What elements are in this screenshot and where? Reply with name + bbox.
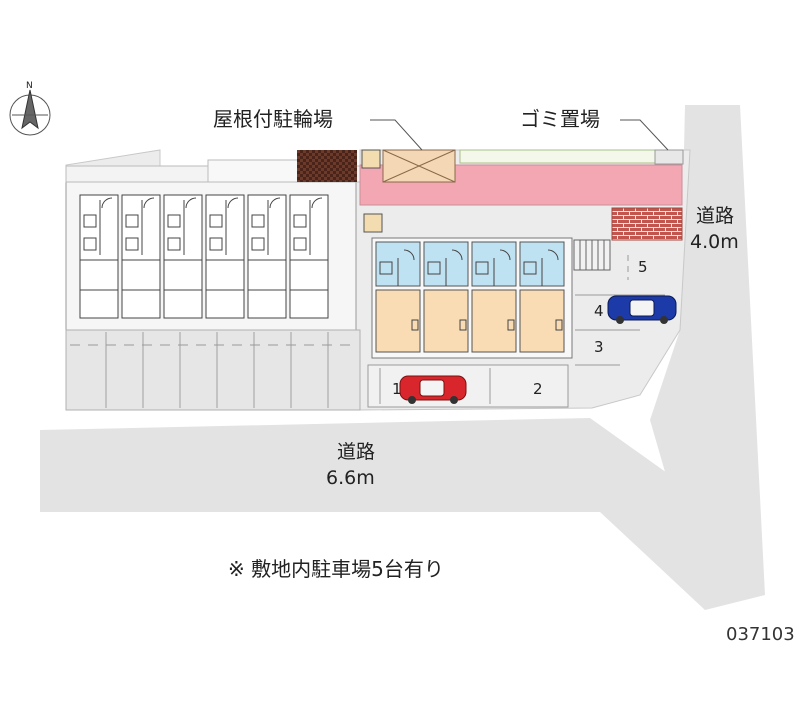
parking-number: 5 (638, 258, 648, 276)
bin-box-top (361, 149, 381, 169)
unit (163, 194, 203, 319)
bicycle-shed (297, 150, 357, 182)
parking-number: 3 (594, 338, 604, 356)
bin-box-mid (363, 213, 383, 233)
left-building-top (207, 159, 299, 183)
side-road (650, 105, 765, 610)
unit (121, 194, 161, 319)
unit (79, 194, 119, 319)
parking-note: ※ 敷地内駐車場5台有り (228, 557, 444, 581)
right-building-fixtures (379, 249, 563, 331)
garbage-area (654, 149, 684, 165)
bicycle-parking-label: 屋根付駐輪場 (213, 107, 333, 131)
parking-number: 2 (533, 380, 543, 398)
svg-text:N: N (26, 81, 33, 91)
garbage-label: ゴミ置場 (520, 107, 600, 131)
unit (247, 194, 287, 319)
main-road-label: 道路 (337, 441, 375, 463)
brick-wall (611, 207, 683, 241)
green-hedge (459, 149, 656, 164)
left-parking-row (65, 329, 361, 411)
blue-car-icon (607, 295, 677, 324)
red-car-icon (399, 375, 467, 404)
left-building-fixtures (80, 197, 328, 291)
side-road-width: 4.0m (690, 231, 739, 253)
unit (205, 194, 245, 319)
main-road-width: 6.6m (326, 467, 375, 489)
parking-number: 1 (392, 380, 402, 398)
stairs (573, 239, 611, 271)
leader-garbage (620, 119, 669, 151)
main-road (40, 418, 740, 610)
side-road-label: 道路 (696, 205, 734, 227)
parking-number: 4 (594, 302, 604, 320)
compass-icon: N (9, 81, 51, 136)
unit (289, 194, 329, 319)
leader-bicycle (370, 119, 423, 151)
roof-shed-cross (382, 149, 456, 183)
map-code: 037103 (726, 624, 795, 645)
